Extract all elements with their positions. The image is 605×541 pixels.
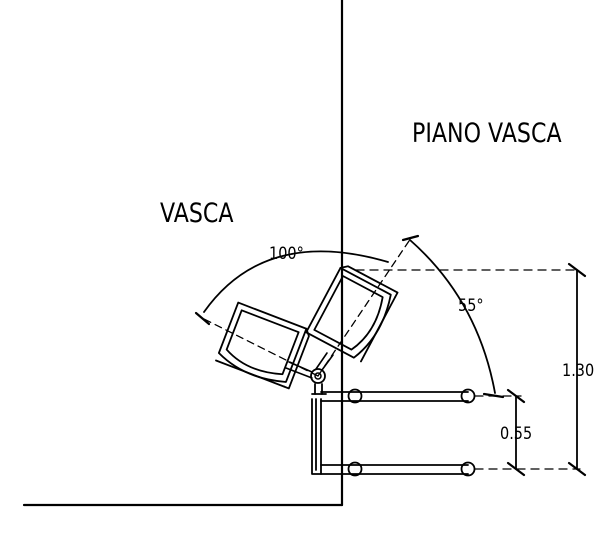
arc-tick	[401, 234, 420, 242]
rod-cap	[460, 388, 476, 404]
label-tub: VASCA	[160, 198, 234, 229]
rod-cap	[347, 461, 363, 477]
angle-arc-narrow	[409, 239, 496, 394]
pivot-outer	[310, 368, 326, 384]
angle-arc-wide	[203, 250, 389, 313]
wall-bracket	[311, 383, 469, 475]
rod-cap	[460, 461, 476, 477]
pivot-inner	[314, 372, 322, 380]
angle-label-narrow: 55°	[458, 296, 484, 316]
dimension-label-total: 1.30	[562, 361, 595, 381]
rod-cap	[347, 388, 363, 404]
label-tub-deck: PIANO VASCA	[412, 118, 562, 149]
arc-tick	[194, 311, 211, 326]
seat-position-wide	[215, 301, 310, 390]
angle-label-wide: 100°	[269, 244, 304, 264]
angle-rays	[199, 237, 412, 377]
seat-position-narrow	[305, 265, 399, 363]
extension-lines	[355, 269, 581, 470]
dimension-label-gap: 0.55	[500, 424, 533, 444]
